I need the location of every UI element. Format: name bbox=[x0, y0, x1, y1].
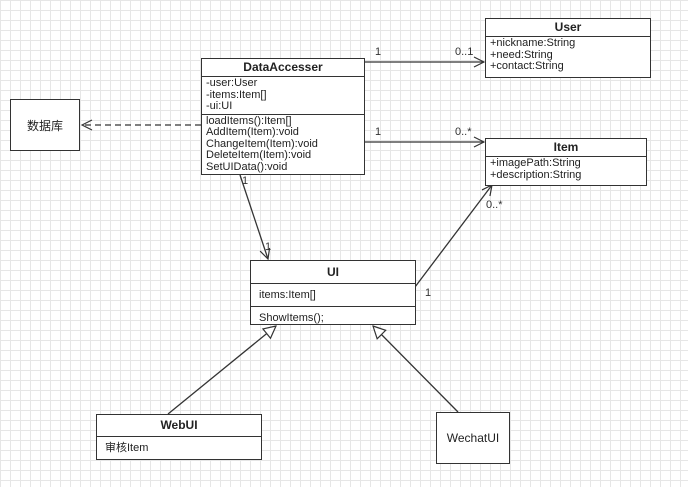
database-label: 数据库 bbox=[26, 118, 63, 133]
class-item-title: Item bbox=[486, 139, 646, 157]
method: SetUIData():void bbox=[206, 160, 288, 173]
class-ui[interactable]: UI items:Item[] ShowItems(); bbox=[250, 260, 416, 325]
attribute: +contact:String bbox=[490, 60, 564, 72]
class-ui-title: UI bbox=[251, 261, 415, 284]
class-dataaccesser-attributes: -user:User -items:Item[] -ui:UI bbox=[202, 77, 364, 114]
attribute: -ui:UI bbox=[206, 100, 233, 112]
class-item[interactable]: Item +imagePath:String +description:Stri… bbox=[485, 138, 647, 186]
attribute: -items:Item[] bbox=[206, 88, 267, 101]
association-dataaccesser-ui bbox=[239, 174, 268, 259]
attribute: +need:String bbox=[490, 48, 553, 61]
database-box[interactable]: 数据库 bbox=[10, 99, 80, 151]
attribute: +description:String bbox=[490, 168, 582, 181]
generalization-wechatui-ui bbox=[373, 326, 459, 413]
method: ShowItems(); bbox=[259, 312, 324, 324]
multiplicity-da-item-target: 0..* bbox=[455, 126, 472, 138]
multiplicity-ui-item-target: 0..* bbox=[486, 199, 503, 211]
method: loadItems():Item[] bbox=[206, 114, 292, 127]
class-user[interactable]: User +nickname:String +need:String +cont… bbox=[485, 18, 651, 78]
attribute: 审核Item bbox=[105, 442, 149, 454]
association-ui-item bbox=[414, 185, 492, 288]
class-item-attributes: +imagePath:String +description:String bbox=[486, 157, 646, 182]
class-user-attributes: +nickname:String +need:String +contact:S… bbox=[486, 37, 650, 74]
attribute: +imagePath:String bbox=[490, 157, 581, 169]
attribute: items:Item[] bbox=[259, 289, 316, 301]
class-ui-methods: ShowItems(); bbox=[251, 306, 415, 329]
method: AddItem(Item):void bbox=[206, 126, 299, 138]
multiplicity-da-user-target: 0..1 bbox=[455, 46, 473, 58]
class-webui[interactable]: WebUI 审核Item bbox=[96, 414, 262, 460]
class-webui-attributes: 审核Item bbox=[97, 437, 261, 459]
multiplicity-ui-item-source: 1 bbox=[425, 287, 431, 299]
class-dataaccesser-title: DataAccesser bbox=[202, 59, 364, 77]
class-dataaccesser[interactable]: DataAccesser -user:User -items:Item[] -u… bbox=[201, 58, 365, 175]
multiplicity-da-ui-target: 1 bbox=[265, 241, 271, 253]
attribute: -user:User bbox=[206, 77, 258, 89]
generalization-webui-ui bbox=[167, 326, 276, 415]
wechatui-label: WechatUI bbox=[446, 431, 500, 445]
class-user-title: User bbox=[486, 19, 650, 37]
multiplicity-da-item-source: 1 bbox=[375, 126, 381, 138]
class-webui-title: WebUI bbox=[97, 415, 261, 437]
attribute: +nickname:String bbox=[490, 37, 576, 49]
multiplicity-da-ui-source: 1 bbox=[242, 175, 248, 187]
multiplicity-da-user-source: 1 bbox=[375, 46, 381, 58]
class-dataaccesser-methods: loadItems():Item[] AddItem(Item):void Ch… bbox=[202, 113, 364, 175]
class-ui-attributes: items:Item[] bbox=[251, 284, 415, 306]
method: DeleteItem(Item):void bbox=[206, 149, 312, 161]
wechatui-box[interactable]: WechatUI bbox=[436, 412, 510, 464]
method: ChangeItem(Item):void bbox=[206, 137, 318, 150]
